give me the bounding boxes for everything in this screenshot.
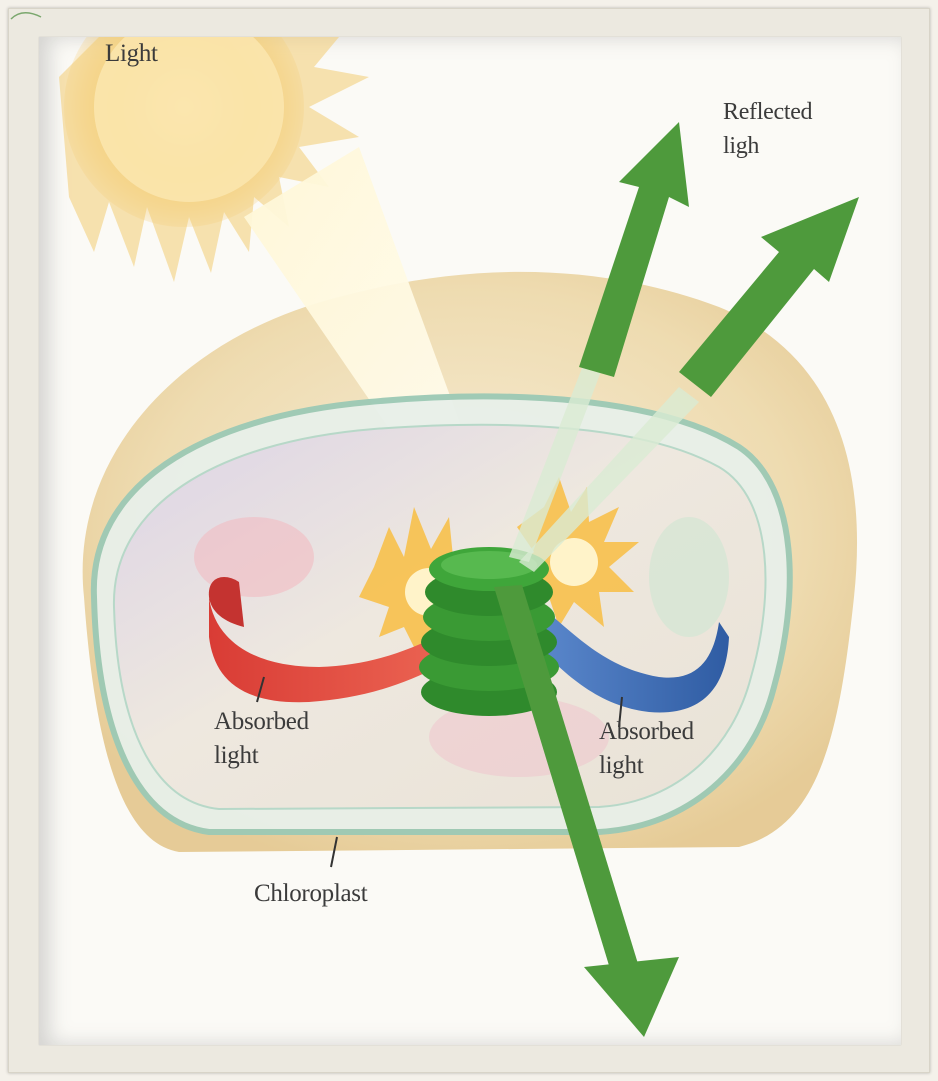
reflected-light-label: Reflected ligh bbox=[723, 95, 812, 163]
picture-frame: Light Reflected ligh Absorbed light Abso… bbox=[8, 8, 930, 1073]
chloroplast-label: Chloroplast bbox=[254, 877, 367, 911]
photosynthesis-illustration bbox=[39, 37, 901, 1045]
absorbed-light-right-label: Absorbed light bbox=[599, 715, 694, 783]
illustration-panel: Light Reflected ligh Absorbed light Abso… bbox=[39, 37, 901, 1045]
absorbed-light-left-label: Absorbed light bbox=[214, 705, 309, 773]
corner-swirl-icon bbox=[9, 9, 43, 21]
light-label: Light bbox=[105, 37, 158, 71]
